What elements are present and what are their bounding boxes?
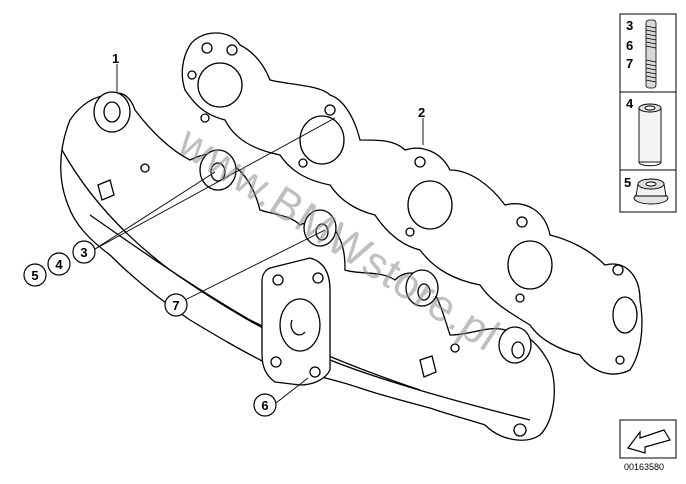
callout-3: 3 [72, 240, 96, 264]
spacer-sleeve-icon [638, 103, 662, 167]
stud-bolt-icon [645, 19, 657, 89]
callout-4-label: 4 [55, 257, 63, 272]
callout-2: 2 [418, 105, 425, 120]
direction-arrow-icon [619, 419, 677, 459]
callout-1: 1 [112, 51, 119, 66]
legend-panel: 3 6 7 4 5 [619, 13, 677, 213]
document-number: 00163580 [624, 462, 664, 472]
legend-box2-num: 4 [626, 96, 634, 111]
callout-5-label: 5 [31, 268, 38, 283]
legend-box1-num-a: 3 [626, 18, 633, 33]
leader-lines [94, 64, 424, 404]
callout-4: 4 [47, 252, 71, 276]
exhaust-gasket [181, 32, 643, 375]
collar-nut-icon [633, 178, 669, 205]
exhaust-manifold [60, 91, 555, 441]
callout-3-label: 3 [80, 245, 87, 260]
callout-5: 5 [23, 263, 47, 287]
callout-6: 6 [253, 393, 277, 417]
legend-box3-num: 5 [624, 175, 631, 190]
callout-7-label: 7 [172, 298, 179, 313]
callout-6-label: 6 [261, 398, 268, 413]
legend-box1-num-b: 6 [626, 38, 633, 53]
callout-7: 7 [164, 293, 188, 317]
legend-box1-num-c: 7 [626, 56, 633, 71]
